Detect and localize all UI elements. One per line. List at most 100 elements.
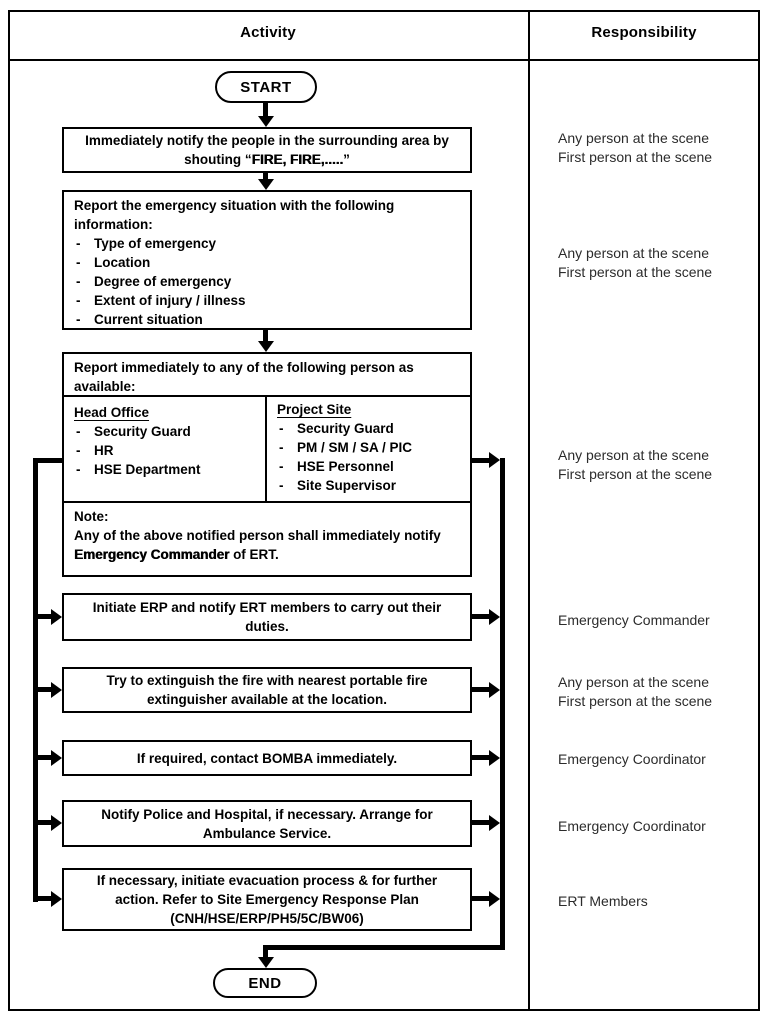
- step-box-initiate-erp: Initiate ERP and notify ERT members to c…: [62, 593, 472, 641]
- report-person-title: Report immediately to any of the followi…: [74, 360, 414, 394]
- list-item-label: HSE Personnel: [297, 459, 394, 474]
- right-arrow-icon: [489, 815, 500, 831]
- list-item-label: Security Guard: [297, 421, 394, 436]
- right-arrow-icon: [51, 609, 62, 625]
- page-border: [8, 10, 760, 1011]
- list-item-label: Type of emergency: [94, 236, 217, 251]
- right-arrow-icon: [489, 682, 500, 698]
- step-box-contact-bomba: If required, contact BOMBA immediately.: [62, 740, 472, 776]
- end-connector-horizontal: [263, 945, 505, 950]
- column-header-activity: Activity: [240, 24, 296, 41]
- dash-bullet: -: [76, 443, 81, 458]
- dash-bullet: -: [76, 236, 81, 251]
- step-text: Try to extinguish the fire with nearest …: [106, 673, 428, 707]
- list-item-label: Site Supervisor: [297, 478, 397, 493]
- responsibility-line: First person at the scene: [558, 693, 713, 709]
- list-item: -Site Supervisor: [277, 476, 460, 495]
- connector-report-to-persons: [263, 328, 268, 342]
- end-connector-stem: [263, 945, 268, 958]
- step-box-extinguish-fire: Try to extinguish the fire with nearest …: [62, 667, 472, 713]
- responsibility-entry-report-person: Any person at the scene First person at …: [558, 446, 758, 484]
- responsibility-entry-police: Emergency Coordinator: [558, 817, 758, 836]
- head-office-title: Head Office: [74, 405, 150, 420]
- responsibility-line: Any person at the scene: [558, 674, 709, 690]
- step-box-report-person: Report immediately to any of the followi…: [62, 352, 472, 577]
- responsibility-line: First person at the scene: [558, 149, 713, 165]
- down-arrow-icon: [258, 957, 274, 968]
- responsibility-line: Emergency Commander: [558, 612, 710, 628]
- left-branch-evacuation: [38, 896, 51, 901]
- right-arrow-icon: [51, 815, 62, 831]
- down-arrow-icon: [258, 179, 274, 190]
- left-branch-police: [38, 820, 51, 825]
- step-box-report-info: Report the emergency situation with the …: [62, 190, 472, 330]
- responsibility-line: Emergency Coordinator: [558, 818, 706, 834]
- down-arrow-icon: [258, 116, 274, 127]
- start-label: START: [240, 78, 292, 96]
- list-item: -HR: [74, 441, 255, 460]
- responsibility-line: Any person at the scene: [558, 130, 709, 146]
- list-item: -Location: [74, 253, 460, 272]
- start-terminator: START: [215, 71, 317, 103]
- project-site-column: Project Site -Security Guard -PM / SM / …: [267, 397, 470, 501]
- right-arrow-icon: [51, 891, 62, 907]
- right-arrow-icon: [489, 750, 500, 766]
- step-text: Immediately notify the people in the sur…: [74, 131, 460, 169]
- step-text: Notify Police and Hospital, if necessary…: [101, 806, 433, 841]
- responsibility-entry-report-info: Any person at the scene First person at …: [558, 244, 758, 282]
- responsibility-line: First person at the scene: [558, 466, 713, 482]
- step-text: If required, contact BOMBA immediately.: [136, 750, 398, 766]
- dash-bullet: -: [76, 293, 81, 308]
- step-text-segment: Immediately notify the people in the sur…: [85, 133, 449, 167]
- dash-bullet: -: [279, 440, 284, 455]
- list-item-label: Current situation: [94, 312, 203, 327]
- list-item-label: Degree of emergency: [94, 274, 232, 289]
- project-site-title: Project Site: [277, 402, 352, 417]
- dash-bullet: -: [279, 459, 284, 474]
- dash-bullet: -: [76, 462, 81, 477]
- responsibility-line: Any person at the scene: [558, 245, 709, 261]
- dash-bullet: -: [279, 421, 284, 436]
- right-arrow-icon: [51, 750, 62, 766]
- step-text-emphasis: FIRE, FIRE,.....: [251, 152, 344, 167]
- responsibility-entry-extinguish: Any person at the scene First person at …: [558, 673, 758, 711]
- end-label: END: [248, 974, 282, 992]
- note-text: Any of the above notified person shall i…: [74, 526, 460, 564]
- list-item: -PM / SM / SA / PIC: [277, 438, 460, 457]
- list-item: -HSE Personnel: [277, 457, 460, 476]
- note-label: Note:: [74, 509, 109, 524]
- right-connector-vertical: [500, 458, 505, 950]
- responsibility-entry-notify: Any person at the scene First person at …: [558, 129, 758, 167]
- step-text: If necessary, initiate evacuation proces…: [96, 873, 438, 926]
- right-arrow-icon: [51, 682, 62, 698]
- responsibility-line: Emergency Coordinator: [558, 751, 706, 767]
- step-box-notify-people: Immediately notify the people in the sur…: [62, 127, 472, 173]
- note-text-segment: of ERT.: [229, 547, 279, 562]
- note-text-emphasis: Emergency Commander: [74, 547, 230, 562]
- responsibility-entry-evacuation: ERT Members: [558, 892, 758, 911]
- step-box-notify-police: Notify Police and Hospital, if necessary…: [62, 800, 472, 847]
- connector-notify-to-report: [263, 171, 268, 181]
- note-text-segment: Any of the above notified person shall i…: [74, 528, 441, 543]
- left-connector-vertical: [33, 458, 38, 902]
- end-terminator: END: [213, 968, 317, 998]
- right-branch-initiate-erp: [472, 614, 489, 619]
- list-item: -HSE Department: [74, 460, 255, 479]
- list-item: -Security Guard: [74, 422, 255, 441]
- right-branch-police: [472, 820, 489, 825]
- column-divider: [528, 10, 530, 1009]
- column-header-responsibility: Responsibility: [591, 24, 697, 41]
- connector-start-to-notify: [263, 101, 268, 117]
- left-connector-top-segment: [33, 458, 62, 463]
- report-info-title: Report the emergency situation with the …: [74, 198, 395, 232]
- list-item-label: PM / SM / SA / PIC: [297, 440, 413, 455]
- right-branch-bomba: [472, 755, 489, 760]
- step-text-segment: ”: [343, 152, 350, 167]
- list-item: -Degree of emergency: [74, 272, 460, 291]
- responsibility-entry-initiate-erp: Emergency Commander: [558, 611, 758, 630]
- list-item-label: HR: [94, 443, 114, 458]
- dash-bullet: -: [76, 424, 81, 439]
- list-item-label: HSE Department: [94, 462, 201, 477]
- responsibility-line: ERT Members: [558, 893, 648, 909]
- head-office-column: Head Office -Security Guard -HR -HSE Dep…: [64, 397, 267, 501]
